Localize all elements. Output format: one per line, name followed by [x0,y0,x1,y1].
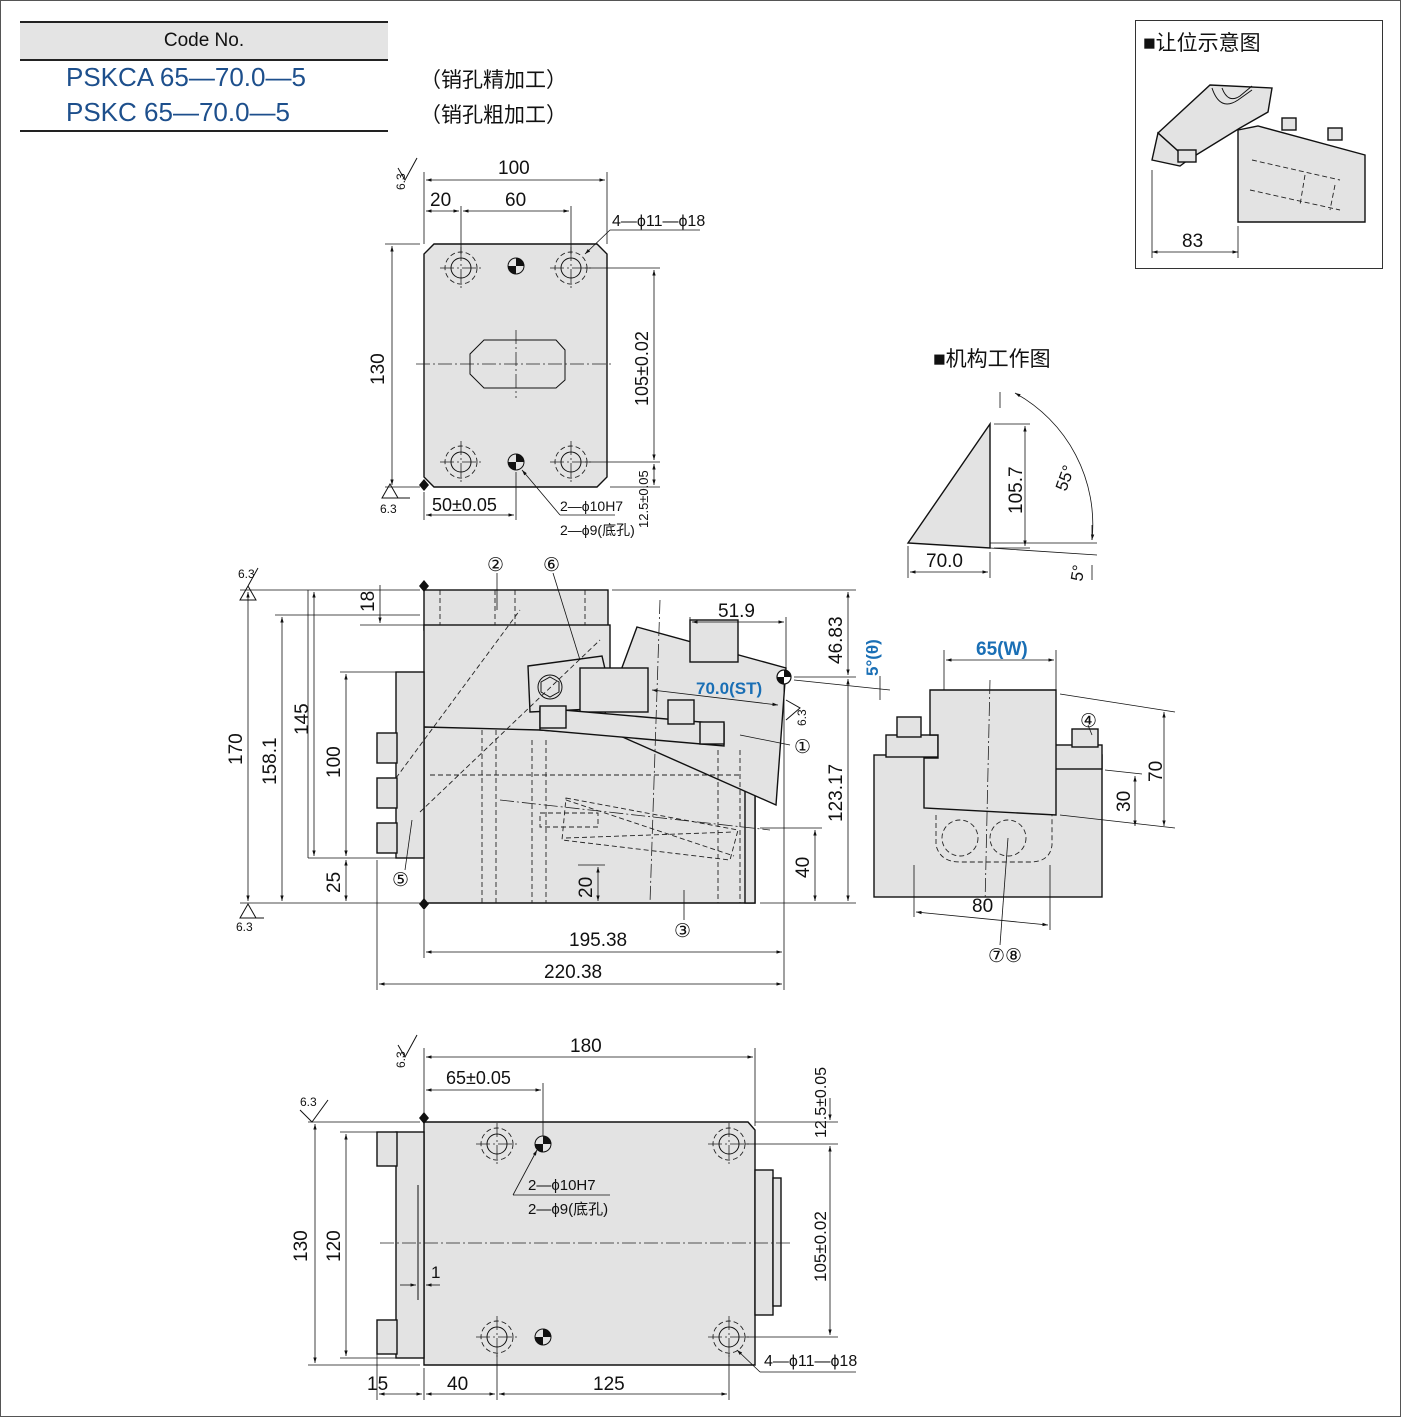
side-dim-30: 30 [1114,791,1135,812]
bottom-dim-40: 40 [447,1374,468,1395]
code-table-rule [20,130,388,132]
front-dim-123-17: 123.17 [826,764,847,822]
bottom-dim-1: 1 [431,1263,440,1282]
callout-2: ② [487,555,504,576]
bottom-dim-15: 15 [367,1374,388,1395]
top-view-pin-top [507,257,525,275]
side-dim-70: 70 [1146,761,1167,782]
mech-angle-55: 55° [1052,463,1079,494]
bottom-roughness-1: 6.3 [394,1051,408,1068]
bottom-view-pin-bottom [534,1328,552,1346]
bottom-holes-callout: 4—ϕ11—ϕ18 [764,1353,857,1370]
bottom-roughness-2: 6.3 [300,1095,317,1109]
top-roughness-1: 6.3 [394,173,408,190]
clearance-sketch [1151,84,1366,258]
mech-angle-5: 5° [1067,563,1089,582]
bottom-dim-12-5: 12.5±0.05 [813,1067,830,1138]
front-dim-100: 100 [324,746,345,778]
bottom-dim-105: 105±0.02 [811,1211,830,1282]
bottom-pin-callout-1: 2—ϕ10H7 [528,1177,596,1194]
side-view [873,650,1176,946]
top-dim-50: 50±0.05 [432,495,497,515]
code-pskc: PSKC 65—70.0—5 [66,97,291,127]
callout-7-8: ⑦⑧ [988,946,1022,967]
front-roughness-3: 6.3 [795,709,809,726]
top-view [381,157,700,520]
side-dim-65-w: 65(W) [976,639,1028,660]
top-roughness-2: 6.3 [380,502,397,516]
bottom-pin-callout-2: 2—ϕ9(底孔) [528,1201,608,1218]
callout-6: ⑥ [543,555,560,576]
code-pskca: PSKCA 65—70.0—5 [66,62,306,92]
bottom-dim-125: 125 [593,1374,625,1395]
front-dim-51-9: 51.9 [718,601,755,622]
top-dim-130: 130 [368,353,389,385]
code-table-header: Code No. [20,21,388,61]
front-dim-40: 40 [793,857,814,878]
callout-3: ③ [674,921,691,942]
front-angle-theta: 5°(θ) [863,639,882,676]
front-dim-145: 145 [292,703,313,735]
front-dim-46-83: 46.83 [826,616,847,664]
mech-dim-105-7: 105.7 [1006,466,1027,514]
inset-dim-83: 83 [1182,231,1203,252]
front-dim-195-38: 195.38 [569,930,627,951]
top-dim-100: 100 [498,158,530,179]
mechanism-title: ■机构工作图 [933,348,1051,371]
front-roughness-1: 6.3 [238,567,255,581]
callout-5: ⑤ [392,870,409,891]
top-view-hole-bl [440,441,482,483]
front-dim-220-38: 220.38 [544,962,602,983]
top-view-pin-bottom [507,453,525,471]
top-pin-callout-2: 2—ϕ9(底孔) [560,522,635,538]
side-dim-80: 80 [972,896,993,917]
clearance-inset [1135,20,1383,269]
front-dim-25: 25 [324,872,345,893]
front-view [239,567,891,990]
bottom-view [299,1034,856,1400]
bottom-view-hole-tl [476,1123,518,1165]
bottom-dim-180: 180 [570,1036,602,1057]
top-dim-60: 60 [505,190,526,211]
front-dim-170: 170 [226,733,247,765]
code-note-rough: （销孔粗加工） [420,104,567,127]
front-roughness-2: 6.3 [236,920,253,934]
mech-dim-70-0: 70.0 [926,551,963,572]
bottom-dim-120: 120 [324,1230,345,1262]
top-holes-callout: 4—ϕ11—ϕ18 [612,213,705,230]
front-stroke-st: 70.0(ST) [696,679,762,698]
bottom-dim-130: 130 [291,1230,312,1262]
mechanism-sketch [906,392,1098,580]
front-dim-18: 18 [358,591,379,612]
bottom-dim-65: 65±0.05 [446,1068,511,1088]
front-dim-158-1: 158.1 [260,737,281,785]
top-dim-12-5: 12.5±0.05 [636,470,651,528]
callout-1: ① [794,737,811,758]
front-dim-20: 20 [576,877,597,898]
clearance-inset-title: ■让位示意图 [1143,32,1261,55]
top-dim-20: 20 [430,190,451,211]
code-note-fine: （销孔精加工） [420,69,567,92]
top-dim-105: 105±0.02 [632,331,652,406]
bottom-view-pin-top [534,1135,552,1153]
callout-4: ④ [1080,711,1097,732]
top-pin-callout-1: 2—ϕ10H7 [560,498,623,514]
